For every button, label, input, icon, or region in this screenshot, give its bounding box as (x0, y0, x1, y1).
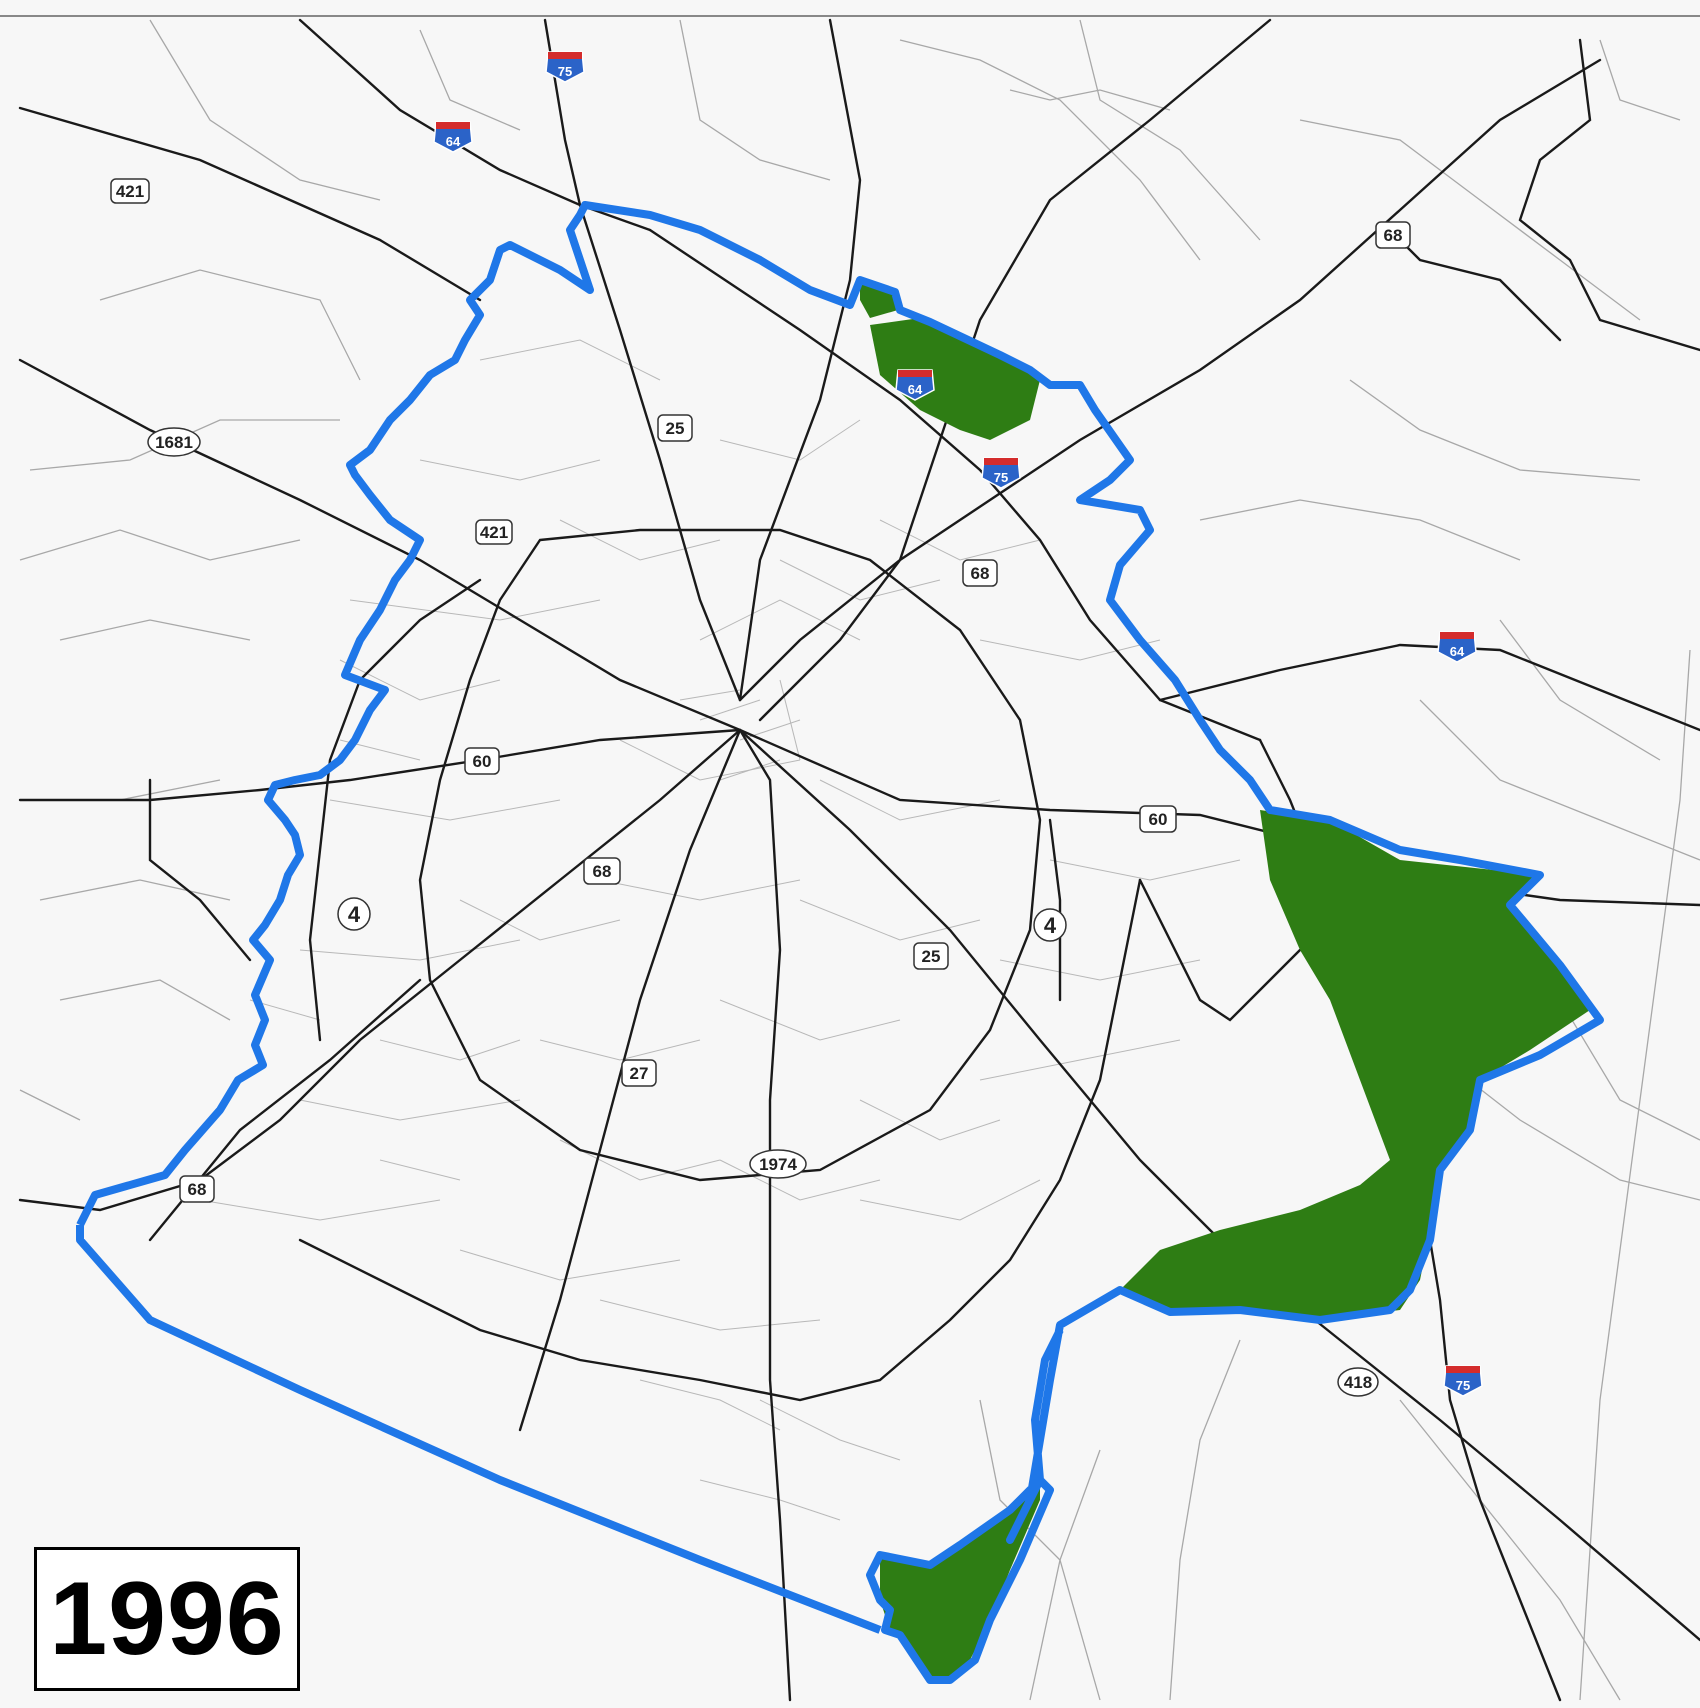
us25-s-shield: 25 (913, 942, 949, 970)
i64-ne-shield: 64 (895, 369, 935, 401)
us421-in-shield: 421 (475, 519, 513, 545)
us68-sw-shield: 68 (179, 1175, 215, 1203)
annexed-south (880, 1480, 1040, 1680)
us68-ne-label: 68 (1384, 226, 1403, 245)
ky1974-shield: 1974 (749, 1149, 807, 1179)
us68-sw-label: 68 (188, 1180, 207, 1199)
ky1974-label: 1974 (759, 1155, 797, 1174)
i64-e-label: 64 (1450, 644, 1465, 659)
road-27 (518, 728, 742, 1432)
road-i75-ne (648, 228, 1162, 702)
us421-nw-label: 421 (116, 182, 144, 201)
us60-e-label: 60 (1149, 810, 1168, 829)
road-ky4-w (308, 578, 482, 1042)
us68-far-shield: 68 (583, 857, 621, 885)
i64-e-shield: 64 (1437, 631, 1477, 663)
us60-w-label: 60 (473, 752, 492, 771)
i75-n-label: 75 (558, 64, 572, 79)
annexed-east (1120, 810, 1590, 1320)
i75-ne-label: 75 (994, 470, 1008, 485)
road-60-e (738, 728, 1700, 907)
ky1681-label: 1681 (155, 433, 193, 452)
i75-n-shield: 75 (545, 51, 585, 83)
urban-boundary (76, 201, 1604, 1684)
ky418-label: 418 (1344, 1373, 1372, 1392)
road-68-sw (18, 728, 742, 1212)
road-421-in (18, 358, 742, 732)
county-line-ne (1518, 38, 1700, 352)
road-new-circle (418, 528, 1042, 1182)
ky1681-shield: 1681 (147, 427, 201, 457)
us421-in-label: 421 (480, 523, 508, 542)
i64-ne-label: 64 (908, 382, 923, 397)
us60-w-shield: 60 (464, 747, 500, 775)
road-i64-nw (298, 18, 652, 232)
annexed-areas (860, 283, 1590, 1680)
us60-e-shield: 60 (1139, 805, 1177, 833)
road-north-radial (738, 18, 862, 702)
us25-shield: 25 (657, 414, 693, 442)
i64-nw-label: 64 (446, 134, 461, 149)
road-i75-join (1158, 698, 1262, 742)
us68-ne-shield: 68 (1375, 221, 1411, 249)
us68-in-shield: 68 (962, 559, 998, 587)
road-i75-n (543, 18, 742, 702)
road-421-nw (18, 106, 482, 302)
road-west-spur (148, 778, 252, 962)
ky4-e-shield: 4 (1033, 908, 1067, 942)
year-label: 1996 (49, 1560, 285, 1677)
ky4-w-shield: 4 (337, 897, 371, 931)
road-man-o-war (298, 878, 1142, 1402)
us421-nw-shield: 421 (110, 178, 150, 204)
annexed-north (870, 318, 1040, 440)
ky4-e-label: 4 (1044, 913, 1057, 938)
ky4-w-label: 4 (348, 902, 361, 927)
ky418-shield: 418 (1337, 1367, 1379, 1397)
road-25-se (738, 728, 1700, 1642)
i64-nw-shield: 64 (433, 121, 473, 153)
us25-label: 25 (666, 419, 685, 438)
us68-far-label: 68 (593, 862, 612, 881)
us27-label: 27 (630, 1064, 649, 1083)
i75-ne-shield: 75 (981, 457, 1021, 489)
us27-shield: 27 (621, 1059, 657, 1087)
i75-se-label: 75 (1456, 1378, 1470, 1393)
i75-se-shield: 75 (1443, 1365, 1483, 1397)
route-shields: 421 1681 421 25 68 68 60 60 68 4 4 25 27… (110, 51, 1483, 1397)
road-ky4-e (1048, 818, 1062, 1002)
us25-s-label: 25 (922, 947, 941, 966)
year-label-box: 1996 (34, 1547, 300, 1691)
us68-in-label: 68 (971, 564, 990, 583)
road-68-ne (738, 58, 1602, 702)
